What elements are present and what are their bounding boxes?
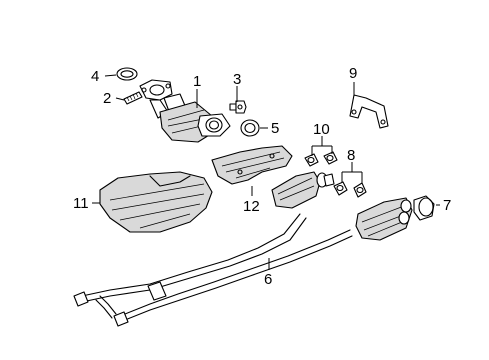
leader-lines (92, 74, 440, 270)
callout-9: 9 (349, 65, 357, 82)
rear-muffler (355, 197, 413, 241)
part-2-stud (123, 91, 143, 105)
callout-3: 3 (233, 71, 241, 88)
callout-5: 5 (271, 120, 279, 137)
center-resonator (271, 171, 335, 209)
part-12-heat-shield (211, 145, 293, 185)
callout-2: 2 (103, 90, 111, 107)
callout-11: 11 (73, 195, 89, 212)
part-10-hangers (304, 151, 338, 167)
part-7-exhaust-tip (413, 195, 435, 221)
callout-12: 12 (243, 198, 260, 215)
part-6-pipe-assembly (73, 213, 353, 327)
part-11-heat-shield (99, 171, 213, 233)
part-5-gasket (240, 119, 260, 137)
callout-1: 1 (193, 73, 201, 90)
part-8-hangers (333, 181, 367, 198)
callout-8: 8 (347, 147, 355, 164)
callout-4: 4 (91, 68, 99, 85)
part-9-bracket (349, 94, 389, 129)
part-1-catalytic-converter (139, 79, 231, 143)
callout-10: 10 (313, 121, 330, 138)
part-3-oxygen-sensor (229, 100, 247, 114)
callout-7: 7 (443, 197, 451, 214)
callout-6: 6 (264, 271, 272, 288)
part-4-gasket (116, 67, 138, 81)
